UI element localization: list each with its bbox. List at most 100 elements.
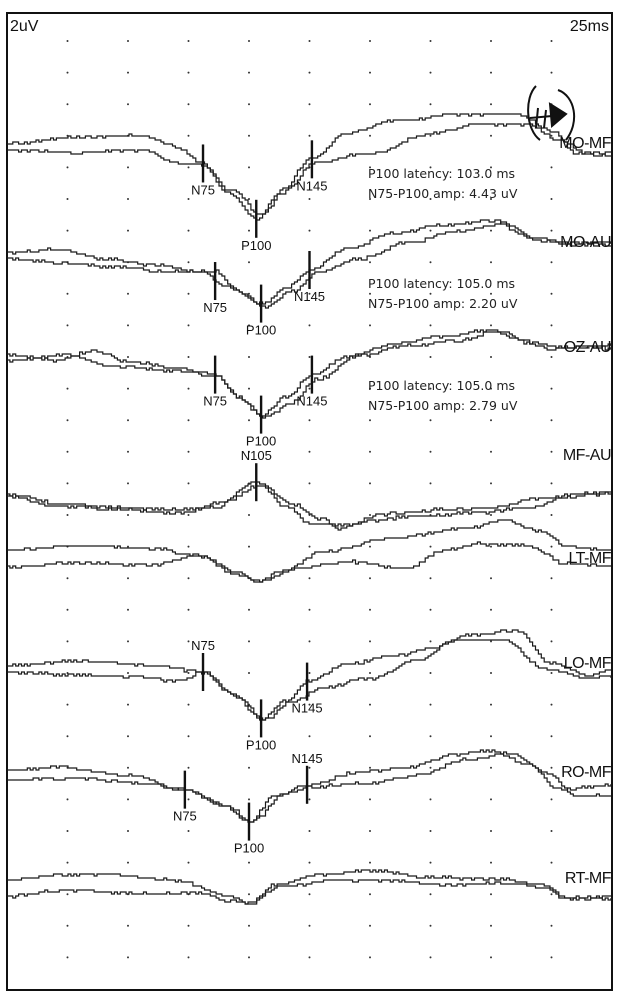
grid-dot: [550, 71, 553, 74]
grid-dot: [369, 766, 371, 769]
grid-dot: [308, 577, 311, 580]
grid-dot: [429, 356, 432, 358]
grid-dot: [550, 735, 553, 738]
grid-dot: [127, 324, 129, 327]
grid-dot: [127, 830, 129, 832]
grid-dot: [66, 229, 69, 232]
dot-grid: [66, 40, 553, 959]
grid-dot: [369, 861, 371, 864]
grid-dot: [369, 292, 371, 295]
amplitude-scale-label: 2uV: [10, 18, 39, 35]
grid-dot: [248, 514, 250, 516]
grid-dot: [429, 545, 432, 548]
grid-dot: [187, 419, 190, 422]
grid-dot: [490, 134, 492, 137]
marker-label: P100: [246, 434, 276, 449]
grid-dot: [308, 703, 311, 706]
channel-lt-mf: LT-MF: [7, 519, 612, 583]
grid-dot: [308, 482, 311, 485]
channel-mf-au: MF-AU N105: [7, 447, 612, 531]
grid-dot: [248, 798, 250, 801]
grid-dot: [490, 40, 492, 42]
grid-dot: [66, 324, 69, 327]
grid-dot: [490, 198, 492, 200]
grid-dot: [490, 766, 492, 769]
grid-dot: [248, 166, 250, 169]
grid-dot: [66, 640, 69, 643]
grid-dot: [490, 703, 492, 706]
grid-dot: [550, 166, 553, 169]
grid-dot: [429, 387, 432, 390]
waveform-trace-2: [7, 331, 612, 419]
marker-label: N145: [292, 701, 323, 716]
grid-dot: [308, 830, 311, 832]
grid-dot: [308, 292, 311, 295]
waveform-trace-1: [7, 629, 611, 721]
grid-dot: [369, 735, 371, 738]
grid-dot: [550, 324, 553, 327]
grid-dot: [429, 672, 432, 674]
grid-dot: [127, 40, 129, 42]
n75-p100-amplitude-text: N75-P100 amp: 4.43 uV: [368, 186, 518, 201]
waveform-trace-2: [7, 639, 612, 721]
marker-label: N75: [203, 300, 227, 315]
grid-dot: [187, 450, 190, 453]
grid-dot: [248, 356, 250, 358]
grid-dot: [490, 672, 492, 674]
marker-label: N145: [296, 394, 327, 409]
grid-dot: [66, 292, 69, 295]
grid-dot: [127, 545, 129, 548]
grid-dot: [490, 292, 492, 295]
grid-dot: [248, 40, 250, 42]
grid-dot: [369, 798, 371, 801]
grid-dot: [187, 134, 190, 137]
grid-dot: [127, 672, 129, 674]
grid-dot: [187, 292, 190, 295]
grid-dot: [66, 387, 69, 390]
marker-label: N145: [294, 289, 325, 304]
channel-rt-mf: RT-MF: [7, 869, 612, 905]
grid-dot: [550, 261, 553, 264]
grid-dot: [187, 640, 190, 643]
grid-dot: [308, 924, 311, 927]
grid-dot: [550, 893, 553, 896]
grid-dot: [127, 861, 129, 864]
waveform-trace-2: [7, 221, 611, 309]
waveform-trace-1: [7, 113, 611, 221]
grid-dot: [66, 198, 69, 200]
time-scale-label: 25ms: [570, 18, 609, 35]
grid-dot: [66, 577, 69, 580]
grid-dot: [127, 703, 129, 706]
grid-dot: [490, 324, 492, 327]
grid-dot: [550, 40, 553, 42]
grid-dot: [187, 482, 190, 485]
grid-dot: [127, 450, 129, 453]
waveform-trace-2: [7, 485, 611, 531]
grid-dot: [308, 545, 311, 548]
grid-dot: [66, 608, 69, 611]
grid-dot: [127, 292, 129, 295]
grid-dot: [429, 956, 432, 959]
marker-label: N75: [173, 809, 197, 824]
waveform-trace-1: [7, 481, 611, 527]
grid-dot: [187, 798, 190, 801]
grid-dot: [369, 261, 371, 264]
grid-dot: [308, 40, 311, 42]
p100-latency-text: P100 latency: 103.0 ms: [368, 166, 515, 181]
grid-dot: [369, 198, 371, 200]
grid-dot: [127, 735, 129, 738]
grid-dot: [429, 577, 432, 580]
grid-dot: [248, 450, 250, 453]
channel-label: MF-AU: [563, 447, 611, 464]
marker-label: N105: [241, 448, 272, 463]
grid-dot: [429, 830, 432, 832]
grid-dot: [490, 261, 492, 264]
grid-dot: [66, 40, 69, 42]
grid-dot: [369, 324, 371, 327]
channel-label: RO-MF: [561, 764, 612, 781]
n75-p100-amplitude-text: N75-P100 amp: 2.79 uV: [368, 398, 518, 413]
grid-dot: [308, 956, 311, 959]
